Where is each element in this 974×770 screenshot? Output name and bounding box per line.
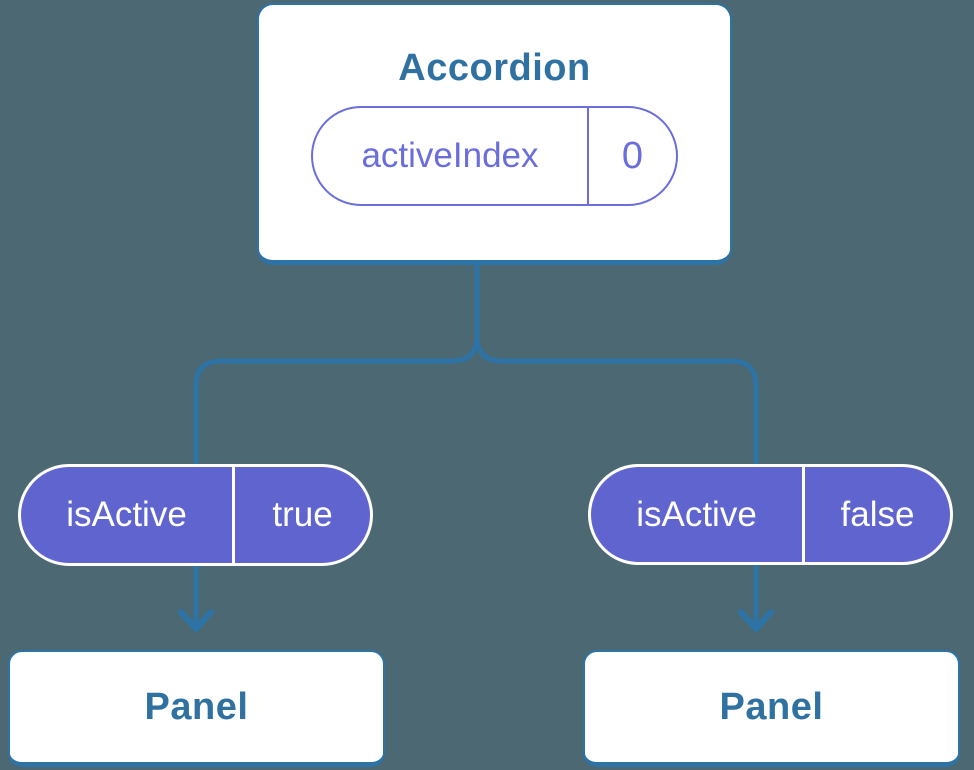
connector-right-branch (474, 265, 759, 475)
prop-value-label: false (840, 494, 915, 534)
arrow-down-icon (738, 609, 774, 632)
pill-isactive-true: isActive true (18, 464, 373, 566)
accordion-title: Accordion (398, 47, 591, 89)
panel-node-right: Panel (583, 650, 960, 767)
active-index-prop-pill: activeIndex 0 (311, 106, 678, 206)
prop-value-label: true (272, 495, 333, 534)
panel-title: Panel (144, 685, 249, 728)
panel-node-left: Panel (8, 650, 385, 767)
arrow-down-icon (178, 609, 214, 632)
prop-name-label: isActive (591, 467, 805, 562)
prop-value-label: 0 (621, 134, 644, 177)
pill-isactive-false: isActive false (588, 464, 953, 565)
accordion-node: Accordion activeIndex 0 (257, 3, 732, 265)
panel-title: Panel (719, 685, 824, 728)
connector-left-branch (193, 265, 480, 475)
prop-name-label: isActive (21, 467, 235, 563)
prop-name-label: activeIndex (313, 108, 589, 204)
